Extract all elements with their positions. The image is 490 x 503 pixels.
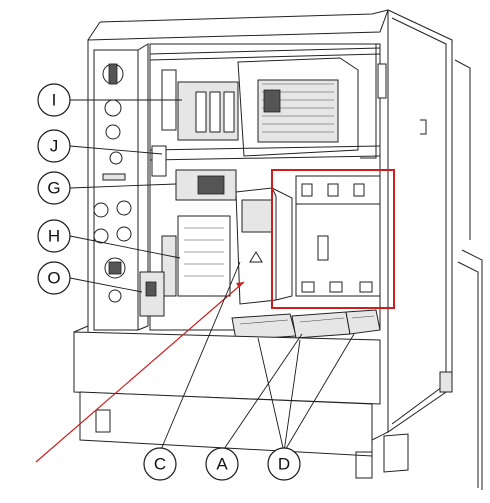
top-ventilated-module [237,43,387,159]
callout-i: I [37,83,71,117]
pointer-line [35,281,245,463]
terminal-blocks-d [231,309,381,341]
middle-rail [149,145,381,201]
callout-d: D [267,447,301,481]
svg-text:A: A [216,455,228,474]
relay-block-i [161,69,239,141]
control-panel [93,63,132,303]
power-unit-highlighted [295,175,381,297]
callout-o: O [37,261,71,295]
svg-text:C: C [154,455,166,474]
callout-j: J [37,129,71,163]
callout-c: C [143,447,177,481]
transformer-h [161,215,231,297]
drive-module-c [235,187,293,305]
svg-text:G: G [47,179,60,198]
callout-a: A [205,447,239,481]
svg-text:O: O [47,269,60,288]
breaker-o [139,271,165,317]
cabinet-door [387,9,483,490]
leader-lines [69,99,355,453]
cabinet-base [73,325,409,479]
svg-text:I: I [52,91,57,110]
callout-g: G [37,171,71,205]
callout-h: H [37,219,71,253]
pointer-arrowhead [236,282,244,288]
svg-text:J: J [50,137,59,156]
svg-text:D: D [278,455,290,474]
highlight-box [271,169,395,309]
svg-text:H: H [48,227,60,246]
